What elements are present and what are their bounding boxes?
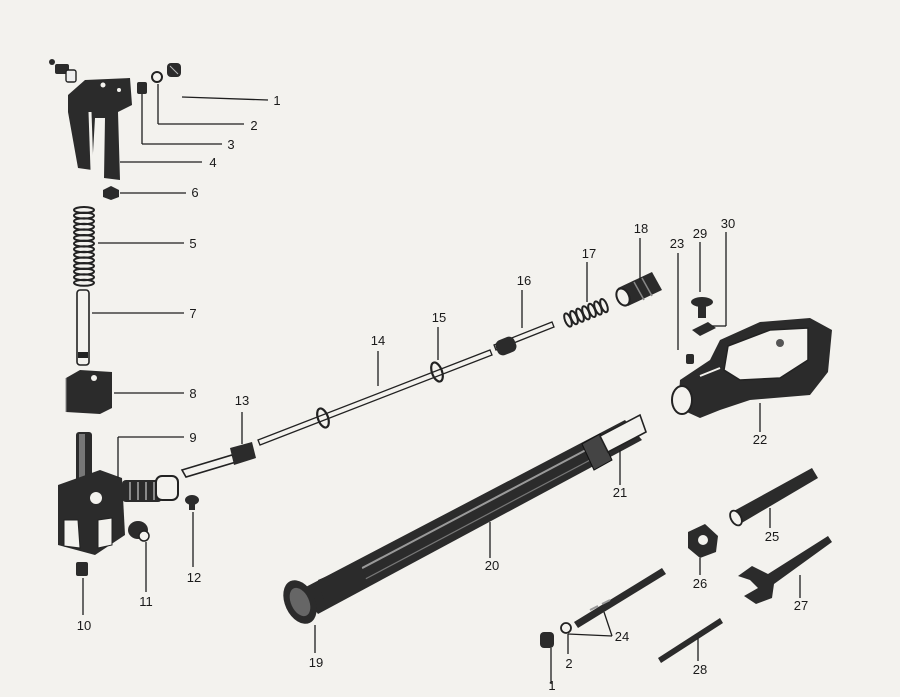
label-7: 7	[189, 306, 196, 321]
label-1: 1	[273, 93, 280, 108]
label-28: 28	[693, 662, 707, 677]
part-23-pin	[686, 354, 694, 364]
label-21: 21	[613, 485, 627, 500]
part-7-rod	[76, 289, 90, 366]
part-26-nut	[688, 524, 718, 558]
part-9-lever-housing	[58, 432, 179, 555]
label-17: 17	[582, 246, 596, 261]
label-27: 27	[794, 598, 808, 613]
label-23: 23	[670, 236, 684, 251]
leader-lines	[82, 84, 801, 684]
label-6: 6	[191, 185, 198, 200]
part-16-collar-rod	[493, 321, 555, 356]
part-10-pin	[76, 562, 88, 576]
label-14: 14	[371, 333, 385, 348]
part-1b-knurled-nut	[540, 632, 554, 648]
part-17-spring	[563, 298, 609, 328]
part-14-long-rod	[257, 349, 493, 446]
part-18-sleeve	[615, 272, 662, 307]
part-15-ring	[316, 361, 444, 429]
label-29: 29	[693, 226, 707, 241]
label-1-lower: 1	[548, 678, 555, 693]
label-16: 16	[517, 273, 531, 288]
part-8-clip	[65, 370, 112, 414]
label-26: 26	[693, 576, 707, 591]
part-13-coupling	[180, 442, 256, 478]
part-19-tube-end	[283, 562, 368, 624]
label-2-lower: 2	[565, 656, 572, 671]
part-5-spring	[73, 206, 95, 287]
label-15: 15	[432, 310, 446, 325]
label-30: 30	[721, 216, 735, 231]
label-13: 13	[235, 393, 249, 408]
label-12: 12	[187, 570, 201, 585]
label-20: 20	[485, 558, 499, 573]
part-6-nut	[103, 186, 119, 200]
label-9: 9	[189, 430, 196, 445]
label-3: 3	[227, 137, 234, 152]
label-2: 2	[250, 118, 257, 133]
part-22-clamp	[671, 318, 832, 418]
part-3-screw	[137, 82, 147, 94]
part-27-spanner	[738, 536, 832, 604]
part-11-cam	[128, 521, 150, 542]
label-24: 24	[615, 629, 629, 644]
part-1-nut	[167, 63, 181, 77]
callout-numbers: 1 2 3 4 6 5 7 8 9 10 11 12 13 14 15 16 1…	[77, 93, 808, 693]
part-25-sleeve-rod	[729, 468, 818, 527]
part-29-bolt	[691, 297, 713, 318]
label-22: 22	[753, 432, 767, 447]
label-18: 18	[634, 221, 648, 236]
part-24-pin	[560, 568, 666, 634]
part-12-screw	[185, 495, 199, 510]
part-28-rod	[658, 618, 723, 663]
label-19: 19	[309, 655, 323, 670]
part-4-fork-block	[68, 78, 132, 180]
label-8: 8	[189, 386, 196, 401]
label-10: 10	[77, 618, 91, 633]
label-11: 11	[139, 594, 153, 609]
part-30-clip	[692, 322, 716, 336]
label-4: 4	[209, 155, 216, 170]
label-5: 5	[189, 236, 196, 251]
grease-nipple-top	[49, 59, 77, 83]
label-25: 25	[765, 529, 779, 544]
part-2-washer	[151, 71, 163, 83]
part-21-collar	[581, 413, 647, 471]
